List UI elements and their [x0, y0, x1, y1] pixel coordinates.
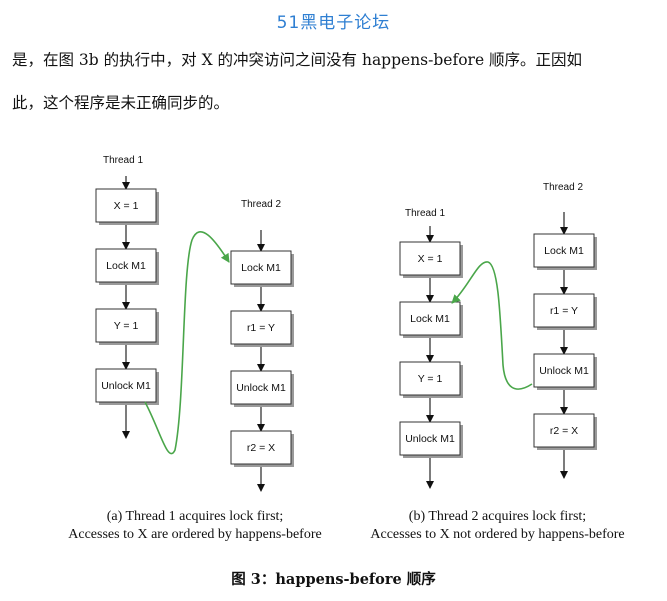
panel-b-t1-op-4 [399, 421, 461, 456]
panel-b-caption: (b) Thread 2 acquires lock first; Access… [350, 508, 645, 544]
happens-before-diagram: Thread 1 X = 1 Lock M1 Y = 1 Unlock M1 T… [95, 155, 597, 492]
svg-text:r1 = Y: r1 = Y [550, 305, 578, 317]
body-paragraph-line-2: 此，这个程序是未正确同步的。 [12, 94, 230, 112]
svg-text:X = 1: X = 1 [418, 253, 443, 265]
panel-a-t1-op-4 [95, 368, 157, 403]
panel-a-caption-line-1: (a) Thread 1 acquires lock first; [106, 509, 284, 524]
panel-b-t2-op-2 [533, 293, 595, 328]
svg-text:Lock M1: Lock M1 [106, 260, 146, 272]
svg-text:Lock M1: Lock M1 [410, 313, 450, 325]
svg-text:Y = 1: Y = 1 [114, 320, 139, 332]
svg-text:r2 = X: r2 = X [247, 442, 275, 454]
panel-b-t2-op-3 [533, 353, 595, 388]
body-paragraph-line-1: 是，在图 3b 的执行中，对 X 的冲突访问之间没有 happens-befor… [12, 51, 583, 69]
panel-b-thread1-label: Thread 1 [405, 208, 445, 219]
panel-a-t2-op-2 [230, 310, 292, 345]
panel-a-caption-line-2: Accesses to X are ordered by happens-bef… [68, 527, 322, 542]
panel-a: Thread 1 X = 1 Lock M1 Y = 1 Unlock M1 T… [95, 155, 294, 492]
panel-b-sync-edge [451, 261, 533, 390]
panel-a-thread1-label: Thread 1 [103, 155, 143, 166]
svg-text:X = 1: X = 1 [114, 200, 139, 212]
svg-text:r1 = Y: r1 = Y [247, 322, 275, 334]
figure-title: 图 3：happens-before 顺序 [231, 571, 436, 588]
panel-a-t1-op-2 [95, 248, 157, 283]
panel-b-thread2-label: Thread 2 [543, 182, 583, 193]
panel-b-t1-op-3 [399, 361, 461, 396]
panel-b-caption-line-2: Accesses to X not ordered by happens-bef… [370, 527, 625, 542]
svg-text:Unlock M1: Unlock M1 [236, 382, 286, 394]
site-title[interactable]: 51黑电子论坛 [276, 13, 391, 33]
panel-a-t2-op-3 [230, 370, 292, 405]
svg-text:Unlock M1: Unlock M1 [405, 433, 455, 445]
panel-a-sync-edge [144, 231, 230, 455]
panel-a-t1-op-1 [95, 188, 157, 223]
panel-b-t1-op-2 [399, 301, 461, 336]
panel-b-t1-op-1 [399, 241, 461, 276]
panel-b: Thread 1 X = 1 Lock M1 Y = 1 Unlock M1 T… [399, 182, 597, 489]
svg-text:Unlock M1: Unlock M1 [539, 365, 589, 377]
panel-a-caption: (a) Thread 1 acquires lock first; Access… [45, 508, 345, 544]
panel-b-t2-op-4 [533, 413, 595, 448]
svg-text:Y = 1: Y = 1 [418, 373, 443, 385]
panel-a-t2-op-1 [230, 250, 292, 285]
svg-text:Lock M1: Lock M1 [544, 245, 584, 257]
panel-a-t1-op-3 [95, 308, 157, 343]
panel-a-thread2-label: Thread 2 [241, 199, 281, 210]
panel-b-t2-op-1 [533, 233, 595, 268]
panel-b-caption-line-1: (b) Thread 2 acquires lock first; [408, 509, 587, 524]
svg-text:Lock M1: Lock M1 [241, 262, 281, 274]
svg-text:r2 = X: r2 = X [550, 425, 578, 437]
svg-text:Unlock M1: Unlock M1 [101, 380, 151, 392]
panel-a-t2-op-4 [230, 430, 292, 465]
